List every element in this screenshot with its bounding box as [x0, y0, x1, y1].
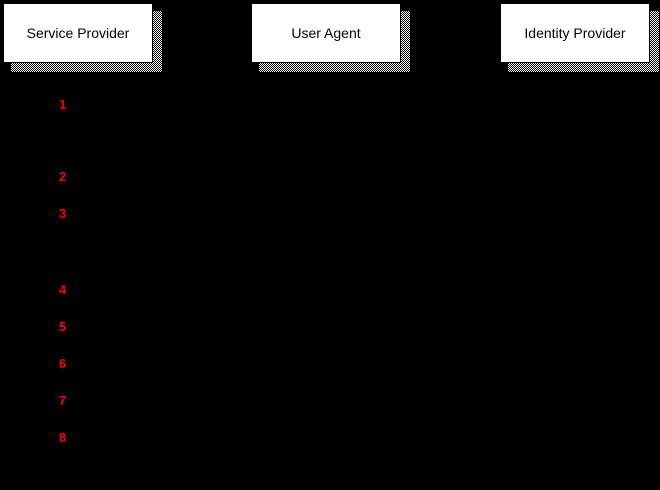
- actor-identity-provider[interactable]: Identity Provider: [500, 3, 650, 63]
- step-number-7: 7: [59, 393, 67, 408]
- lifeline-service-provider: [78, 72, 79, 482]
- message-arrow-6: [326, 369, 575, 370]
- message-arrow-5: [326, 332, 575, 333]
- actor-label-service-provider: Service Provider: [26, 25, 130, 41]
- actor-service-provider[interactable]: Service Provider: [3, 3, 153, 63]
- message-arrow-8: [78, 443, 326, 444]
- actor-label-user-agent: User Agent: [291, 25, 361, 41]
- actor-user-agent[interactable]: User Agent: [251, 3, 401, 63]
- message-arrow-4: [326, 295, 575, 296]
- lifeline-identity-provider: [575, 72, 576, 482]
- lifeline-user-agent: [326, 72, 327, 482]
- step-number-3: 3: [59, 206, 67, 221]
- step-number-4: 4: [59, 282, 67, 297]
- step-number-2: 2: [59, 169, 67, 184]
- actor-label-identity-provider: Identity Provider: [524, 25, 626, 41]
- step-number-8: 8: [59, 430, 67, 445]
- step-number-1: 1: [59, 97, 67, 112]
- step-number-6: 6: [59, 356, 67, 371]
- message-arrow-7: [78, 406, 326, 407]
- step-number-5: 5: [59, 319, 67, 334]
- message-arrow-1: [78, 110, 326, 111]
- message-arrow-2: [78, 182, 326, 183]
- message-arrow-3: [326, 219, 575, 220]
